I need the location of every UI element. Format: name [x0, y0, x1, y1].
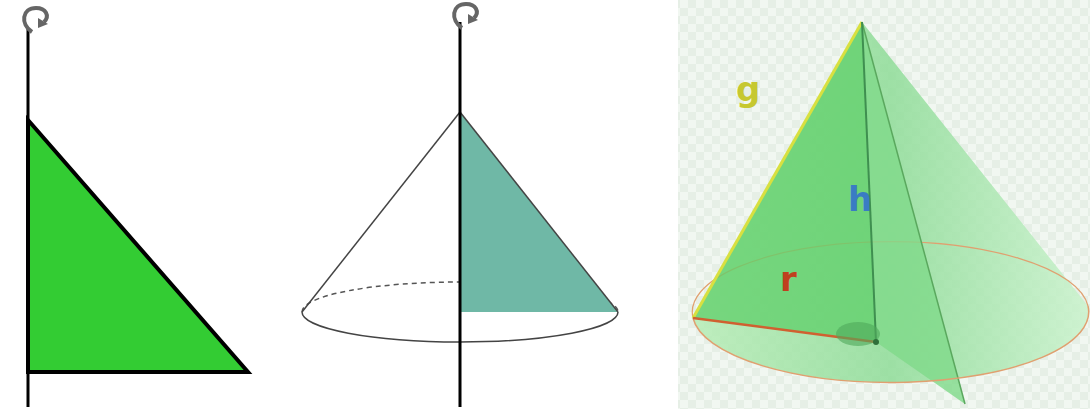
rotation-icon	[454, 4, 478, 28]
right-triangle	[28, 120, 248, 372]
rotated-triangle	[460, 112, 618, 312]
cone-sketch-panel	[302, 4, 618, 407]
slant-height-label: g	[736, 72, 760, 106]
rotation-icon	[24, 8, 48, 32]
cross-section	[693, 22, 876, 342]
triangle-panel	[24, 8, 248, 407]
height-label: h	[848, 182, 872, 216]
cone-3d-panel	[678, 0, 1090, 409]
radius-label: r	[780, 262, 797, 296]
cut-face	[862, 22, 965, 404]
slant-height-line	[693, 22, 862, 318]
